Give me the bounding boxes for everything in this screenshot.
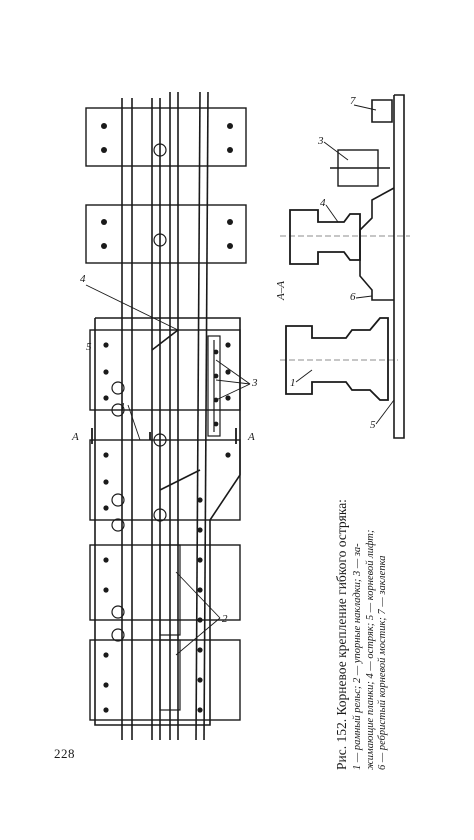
thrust-blocks xyxy=(159,544,181,711)
clamping-strips xyxy=(207,335,221,437)
plan-view: 4 5 1 3 2 A A xyxy=(71,91,258,741)
section-rivet xyxy=(371,99,393,123)
section-label-3: 3 xyxy=(317,135,324,147)
figure-legend-line-2: жимающие планки; 4 — остряк; 5 — корнево… xyxy=(364,529,376,770)
plan-label-1: 1 xyxy=(120,401,126,413)
section-line-aa xyxy=(91,428,237,444)
section-base-plate xyxy=(393,94,405,439)
section-label-4: 4 xyxy=(320,197,326,209)
plan-label-4: 4 xyxy=(80,273,86,285)
section-ribbed-bridge xyxy=(359,187,395,301)
section-label-5: 5 xyxy=(370,419,376,431)
page-number: 228 xyxy=(54,746,75,761)
section-frame-rail xyxy=(285,317,389,401)
section-mark-right: A xyxy=(247,431,255,443)
ties xyxy=(85,107,247,721)
leaders xyxy=(85,284,251,656)
section-label-6: 6 xyxy=(350,291,356,303)
root-lift-plate xyxy=(94,317,241,726)
section-clamp xyxy=(330,149,390,187)
figure-legend-line-3: 6 — ребристый корневой мостик; 7 — закле… xyxy=(377,555,388,770)
switch-point xyxy=(151,91,209,741)
figure-title: Рис. 152. Корневое крепление гибкого ост… xyxy=(334,499,349,770)
bolts xyxy=(101,123,233,713)
plan-label-5: 5 xyxy=(86,341,92,353)
section-label-7: 7 xyxy=(350,95,356,107)
section-label-1: 1 xyxy=(290,377,296,389)
bolt-heads xyxy=(111,143,167,642)
section-mark-left: A xyxy=(71,431,79,443)
section-view: 7 3 4 6 1 5 A–A xyxy=(275,94,410,439)
section-title: A–A xyxy=(275,281,287,301)
plan-label-2: 2 xyxy=(222,613,228,625)
figure-legend-line-1: 1 — рамный рельс; 2 — упорные накладки; … xyxy=(352,543,363,770)
figure-caption: Рис. 152. Корневое крепление гибкого ост… xyxy=(334,460,390,770)
frame-rail xyxy=(121,98,161,740)
section-switch-point xyxy=(289,209,361,265)
plan-label-3: 3 xyxy=(251,377,258,389)
